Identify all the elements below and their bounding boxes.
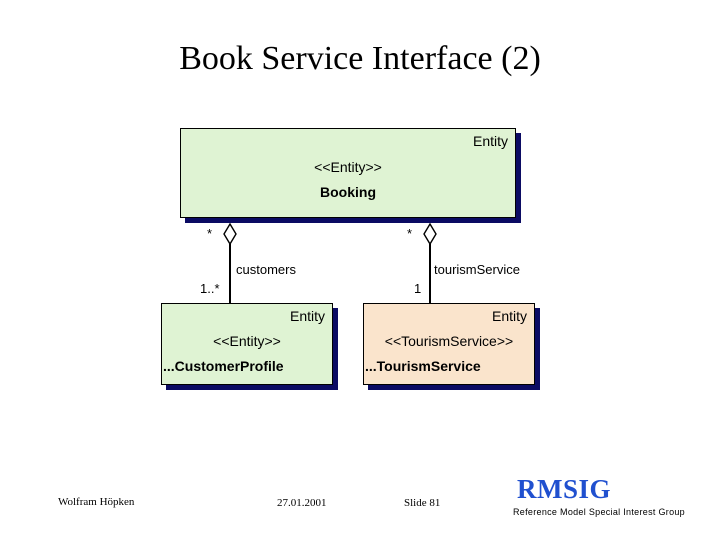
- multiplicity-tourismservice-target: 1: [414, 281, 422, 296]
- class-box-customer-profile[interactable]: Entity <<Entity>> ...CustomerProfile: [161, 303, 333, 385]
- rmsig-wordmark: RMSIG: [517, 474, 612, 504]
- customerprofile-class-name: ...CustomerProfile: [163, 358, 284, 374]
- footer-date: 27.01.2001: [277, 497, 327, 509]
- role-label-customers: customers: [236, 262, 296, 277]
- rmsig-logo: RMSIG Reference Model Special Interest G…: [513, 474, 718, 520]
- tourismservice-stereotype: <<TourismService>>: [384, 333, 514, 349]
- association-line-customers: [229, 244, 231, 304]
- page-title: Book Service Interface (2): [179, 40, 541, 77]
- role-label-tourismservice: tourismService: [434, 262, 520, 277]
- uml-class-diagram: Entity <<Entity>> Booking * customers 1.…: [161, 128, 540, 390]
- aggregation-diamond-customers: [223, 222, 237, 246]
- tourismservice-class-name: ...TourismService: [365, 358, 481, 374]
- booking-entity-tag: Entity: [472, 133, 508, 149]
- class-box-tourism-service[interactable]: Entity <<TourismService>> ...TourismServ…: [363, 303, 535, 385]
- aggregation-diamond-tourismservice: [423, 222, 437, 246]
- customerprofile-entity-tag: Entity: [289, 308, 325, 324]
- rmsig-tagline: Reference Model Special Interest Group: [513, 507, 685, 517]
- footer-slide-number: Slide 81: [404, 497, 441, 509]
- customerprofile-stereotype: <<Entity>>: [213, 333, 281, 349]
- tourismservice-entity-tag: Entity: [491, 308, 527, 324]
- multiplicity-booking-tourismservice-source: *: [407, 226, 413, 241]
- class-box-booking[interactable]: Entity <<Entity>> Booking: [180, 128, 516, 218]
- multiplicity-booking-customers-source: *: [207, 226, 213, 241]
- association-line-tourismservice: [429, 244, 431, 304]
- booking-stereotype: <<Entity>>: [314, 159, 382, 175]
- footer-author: Wolfram Höpken: [58, 496, 135, 508]
- booking-class-name: Booking: [320, 184, 376, 200]
- multiplicity-customers-target: 1..*: [200, 281, 220, 296]
